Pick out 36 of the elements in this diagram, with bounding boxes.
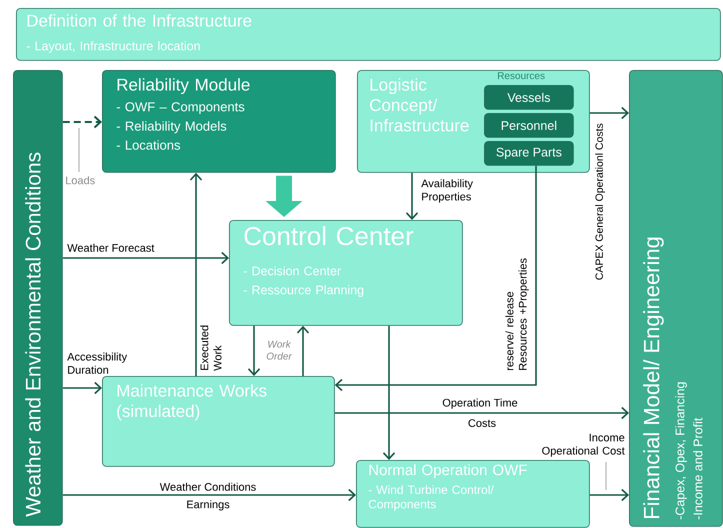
arrow xyxy=(382,326,396,460)
arrow xyxy=(406,172,418,220)
resource-box: Spare Parts xyxy=(484,141,574,166)
edge-label: Availability Properties xyxy=(421,179,473,203)
module-box: Reliability Module - OWF – Components - Reliability Models - Locations xyxy=(102,70,336,173)
arrow xyxy=(296,326,310,376)
arrow xyxy=(334,406,629,420)
arrow xyxy=(334,166,537,392)
arrow xyxy=(248,326,260,376)
process-box: Maintenance Works (simulated) xyxy=(102,376,335,467)
edge-label: Work Order xyxy=(266,340,292,360)
financial-bar: Financial Model/ Engineering -Capex, Opex, Financing -Income and Profit xyxy=(629,70,723,527)
edge-label: Loads xyxy=(66,176,95,184)
edge-label: Income Operational Cost xyxy=(542,434,625,457)
label-text: Costs xyxy=(468,419,496,427)
arrow xyxy=(590,488,629,502)
resource-box: Personnel xyxy=(484,113,574,138)
arrow xyxy=(590,106,629,120)
arrow xyxy=(62,382,102,394)
edge-label: Executed Work xyxy=(200,326,222,371)
dashed-arrow xyxy=(62,116,102,128)
process-box: Normal Operation OWF - Wind Turbine Control/ Components xyxy=(356,460,590,528)
control-center-box: Control Center - Decision Center - Ressource Planning xyxy=(229,220,463,326)
edge-label: Weather Conditions xyxy=(160,482,256,491)
infrastructure-box: Definition of the Infrastructure - Layout, Infrastructure location xyxy=(16,8,721,61)
edge-label: CAPEX General Operationl Costs xyxy=(595,124,605,280)
edge-label: Operation Time xyxy=(442,398,518,409)
label-text: Earnings xyxy=(187,500,230,510)
edge-label: reserve/ release Resources +Properties xyxy=(505,258,529,370)
arrow xyxy=(190,172,202,376)
resource-box: Vessels xyxy=(484,85,574,110)
edge-label: Accessibility Duration xyxy=(67,352,128,374)
arrow xyxy=(62,488,356,502)
weather-bar: Weather and Environmental Conditions xyxy=(13,70,63,526)
arrow xyxy=(62,252,229,264)
edge-label: Weather Forecast xyxy=(67,244,154,252)
